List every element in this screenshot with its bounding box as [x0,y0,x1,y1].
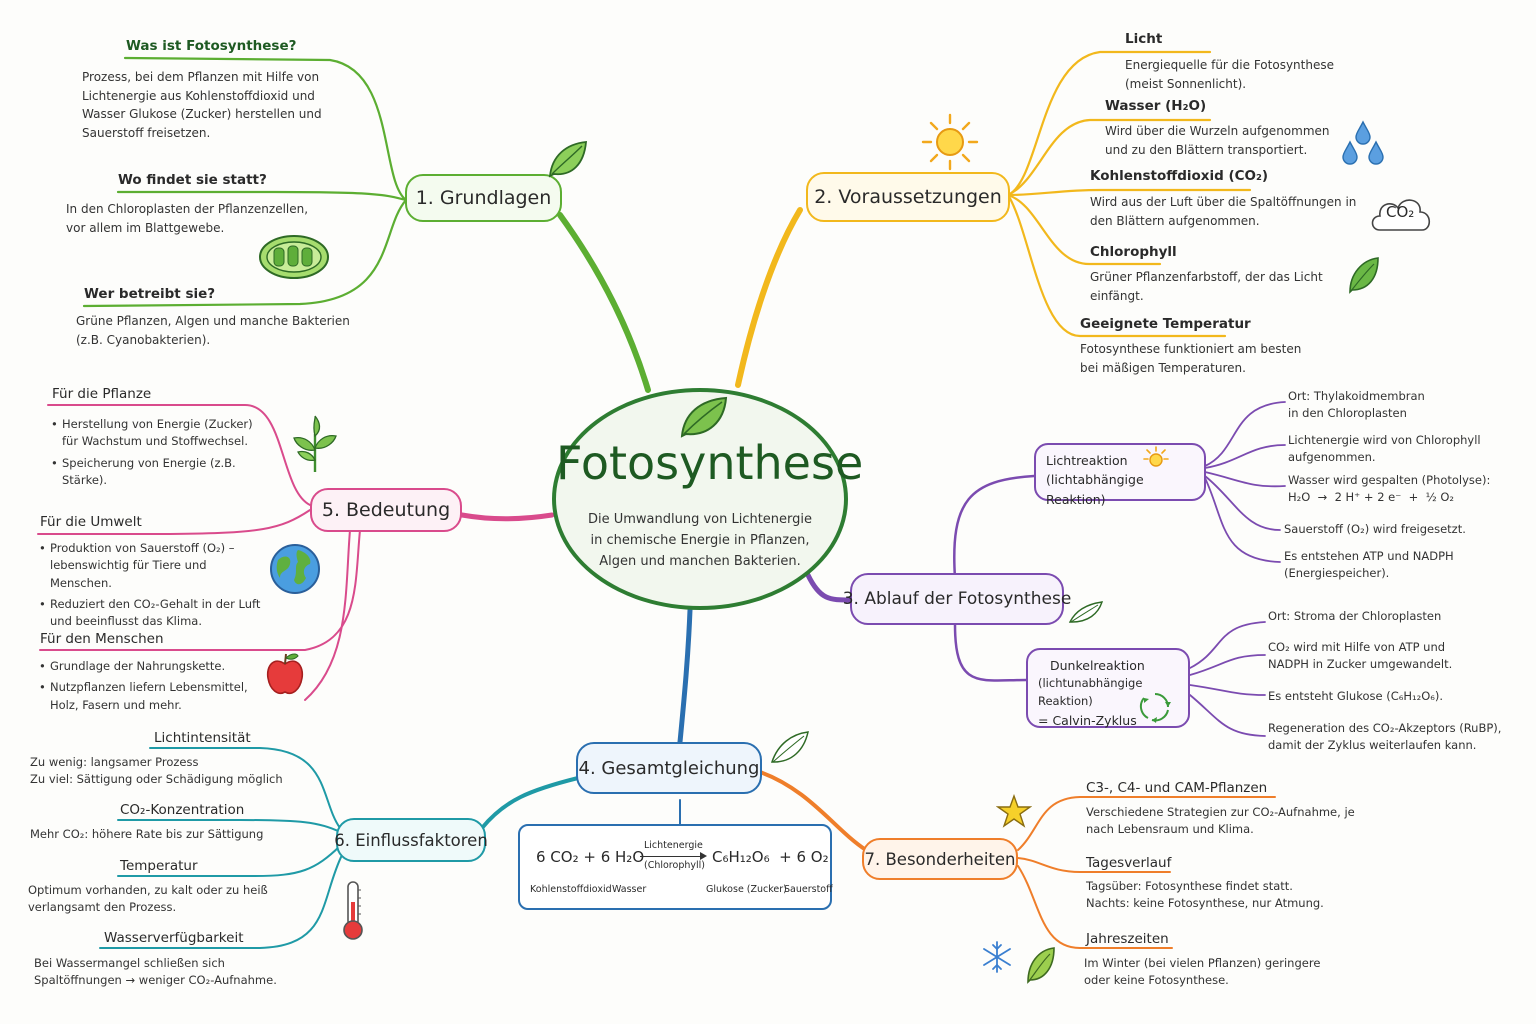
heading-wer-betreibt: Wer betreibt sie? [84,286,216,302]
snowflake-icon [983,941,1011,973]
node-gesamtgleichung[interactable]: 4. Gesamtgleichung [576,742,762,794]
equation-left: 6 CO₂ + 6 H₂O [536,848,645,866]
text-wer-betreibt: Grüne Pflanzen, Algen und manche Bakteri… [76,314,350,347]
heading-umwelt: Für die Umwelt [40,514,142,530]
text-wo-findet: In den Chloroplasten der Pflanzenzellen,… [66,202,309,235]
text-temperatur: Fotosynthese funktioniert am besten bei … [1080,342,1302,375]
dunkel-zucker: CO₂ wird mit Hilfe von ATP und NADPH in … [1268,640,1453,672]
heading-co2-konzentration: CO₂-Konzentration [120,802,245,818]
text-jahreszeiten: Im Winter (bei vielen Pflanzen) geringer… [1084,956,1321,988]
text-was-ist: Prozess, bei dem Pflanzen mit Hilfe von … [82,70,322,140]
leaf-icon [548,140,587,178]
text-chlorophyll: Grüner Pflanzenfarbstoff, der das Licht … [1090,270,1323,303]
dunkel-ort: Ort: Stroma der Chloroplasten [1268,609,1442,623]
thermometer-icon [343,881,363,940]
branch-besonderheiten [758,770,868,852]
equation-arrow-bottom: (Chlorophyll) [644,860,705,871]
heading-menschen: Für den Menschen [40,631,164,647]
list-umwelt: Produktion von Sauerstoff (O₂) – lebensw… [38,540,270,634]
branch-gesamtgleichung [677,607,693,745]
licht-ort: Ort: Thylakoidmembran in den Chloroplast… [1288,389,1425,421]
center-description: Die Umwandlung von Lichtenergie in chemi… [587,512,813,569]
sprout-icon [293,415,337,472]
central-topic: Fotosynthese Die Umwandlung von Lichtene… [552,388,864,610]
sun-icon [921,113,979,171]
water-drops-icon [1342,120,1384,165]
leaf-icon [770,731,809,763]
heading-wasser: Wasser (H₂O) [1105,98,1207,114]
node-bedeutung[interactable]: 5. Bedeutung [310,488,462,532]
node-grundlagen[interactable]: 1. Grundlagen [405,174,562,222]
leaf-icon [680,396,728,438]
node-voraussetzungen[interactable]: 2. Voraussetzungen [806,172,1010,222]
heading-kohlenstoffdioxid: Kohlenstoffdioxid (CO₂) [1090,168,1269,184]
leaf-icon [1027,947,1055,984]
heading-wasserverfuegbarkeit: Wasserverfügbarkeit [104,930,244,946]
heading-tagesverlauf: Tagesverlauf [1086,855,1172,871]
text-lichtintensitaet: Zu wenig: langsamer Prozess Zu viel: Sät… [30,755,283,787]
licht-photolyse: Wasser wird gespalten (Photolyse): [1288,473,1491,487]
node-ablauf[interactable]: 3. Ablauf der Fotosynthese [843,573,1071,625]
leaf-icon [1349,257,1379,294]
cycle-arrows-icon [1139,693,1171,723]
heading-chlorophyll: Chlorophyll [1090,244,1177,260]
subnode-dunkelreaktion[interactable]: Dunkelreaktion (lichtunabhängige Reaktio… [1026,648,1190,728]
licht-formel: H₂O → 2 H⁺ + 2 e⁻ + ½ O₂ [1288,490,1455,504]
equation-arrow [640,856,704,857]
heading-temperatur-einfluss: Temperatur [120,858,198,874]
text-c3-c4-cam: Verschiedene Strategien zur CO₂-Aufnahme… [1086,805,1355,837]
co2-cloud-label: CO₂ [1386,203,1415,221]
subnode-lichtreaktion[interactable]: Lichtreaktion (lichtabhängige Reaktion) [1034,443,1206,507]
sun-icon [1143,446,1169,467]
text-tagesverlauf: Tagsüber: Fotosynthese findet statt. Nac… [1086,879,1324,911]
list-menschen: Grundlage der Nahrungskette. Nutzpflanze… [38,658,270,718]
dunkel-glukose: Es entsteht Glukose (C₆H₁₂O₆). [1268,689,1444,703]
equation-name-oxygen: Sauerstoff [784,884,833,895]
licht-energie: Lichtenergie wird von Chlorophyll aufgen… [1288,433,1481,465]
dunkel-regeneration: Regeneration des CO₂-Akzeptors (RuBP), d… [1268,721,1502,753]
equation-right: C₆H₁₂O₆ + 6 O₂ [712,848,829,866]
text-licht: Energiequelle für die Fotosynthese (meis… [1125,58,1334,91]
text-wasser: Wird über die Wurzeln aufgenommen und zu… [1105,124,1330,157]
text-co2-konzentration: Mehr CO₂: höhere Rate bis zur Sättigung [30,827,264,841]
licht-sauerstoff: Sauerstoff (O₂) wird freigesetzt. [1284,522,1466,536]
heading-licht: Licht [1125,31,1163,47]
equation-name-co2: Kohlenstoffdioxid [530,884,612,895]
equation-arrow-top: Lichtenergie [644,840,703,851]
branch-einfluss [480,776,580,830]
globe-icon [270,544,320,594]
equation-arrow-head [700,852,707,860]
equation-box: 6 CO₂ + 6 H₂O Lichtenergie (Chlorophyll)… [518,824,833,910]
branch-ablauf [805,572,853,603]
heading-c3-c4-cam: C3-, C4- und CAM-Pflanzen [1086,780,1268,796]
list-pflanze: Herstellung von Energie (Zucker) für Wac… [50,416,270,493]
heading-temperatur: Geeignete Temperatur [1080,316,1251,332]
equation-name-glucose: Glukose (Zucker) [706,884,787,895]
heading-wo-findet: Wo findet sie statt? [118,172,267,188]
text-wasserverfuegbarkeit: Bei Wassermangel schließen sich Spaltöff… [34,956,277,988]
star-icon [996,794,1032,828]
text-temperatur-einfluss: Optimum vorhanden, zu kalt oder zu heiß … [28,883,268,915]
heading-lichtintensitaet: Lichtintensität [154,730,251,746]
node-einflussfaktoren[interactable]: 6. Einflussfaktoren [334,818,488,862]
heading-was-ist: Was ist Fotosynthese? [126,38,297,54]
leaf-icon [1068,601,1104,623]
center-title: Fotosynthese [556,436,864,490]
node-besonderheiten[interactable]: 7. Besonderheiten [862,838,1018,880]
branch-voraussetzungen [735,207,803,388]
heading-pflanze: Für die Pflanze [52,386,152,402]
branch-bedeutung [459,512,555,522]
branch-grundlagen [557,212,651,393]
apple-icon [266,653,304,694]
chloroplast-icon [259,235,329,279]
text-kohlenstoffdioxid: Wird aus der Luft über die Spaltöffnunge… [1090,195,1357,228]
heading-jahreszeiten: Jahreszeiten [1086,931,1169,947]
cloud-icon [1371,199,1431,231]
equation-name-water: Wasser [612,884,647,895]
licht-atp: Es entstehen ATP und NADPH (Energiespeic… [1284,549,1454,581]
